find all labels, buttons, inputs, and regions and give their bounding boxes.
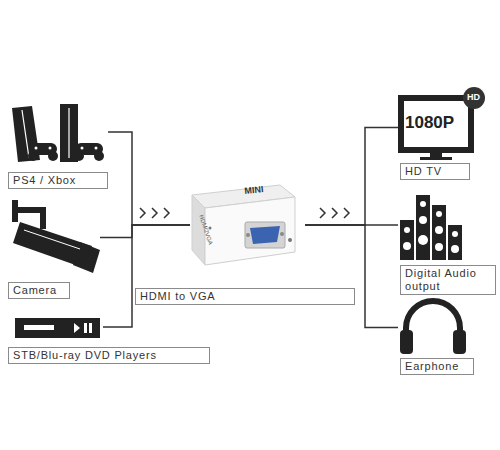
device-label: PS4 / Xbox	[8, 172, 108, 189]
speaker-icon	[400, 195, 462, 260]
earphone-icon	[400, 301, 466, 354]
device-label: STB/Blu-ray DVD Players	[8, 347, 210, 364]
signal-line	[108, 132, 190, 225]
signal-line	[103, 225, 190, 327]
signal-line	[100, 225, 190, 238]
device-label: Digital Audio output	[400, 265, 496, 295]
printed-label: 1080P	[405, 113, 454, 133]
device-node: STB/Blu-ray DVD Players	[8, 312, 103, 342]
console-icon	[12, 104, 104, 162]
signal-line	[305, 225, 398, 328]
converter-device	[192, 185, 295, 265]
device-node: Earphone	[398, 300, 468, 355]
printed-label: HDMI2VGA	[198, 214, 213, 246]
printed-label: HD	[467, 92, 480, 102]
tv-icon	[401, 87, 485, 160]
device-label: HDMI to VGA	[135, 288, 355, 305]
camera-icon	[12, 200, 100, 273]
player-icon	[15, 318, 100, 338]
signal-line	[305, 128, 398, 226]
device-node: Digital Audio output	[398, 190, 468, 260]
device-label: Camera	[8, 282, 70, 299]
device-node: PS4 / Xbox	[8, 98, 108, 166]
printed-label: MINI	[244, 184, 264, 196]
device-label: HD TV	[400, 163, 470, 180]
device-label: Earphone	[400, 358, 474, 375]
device-node: Camera	[8, 200, 100, 275]
direction-chevrons	[140, 208, 349, 218]
